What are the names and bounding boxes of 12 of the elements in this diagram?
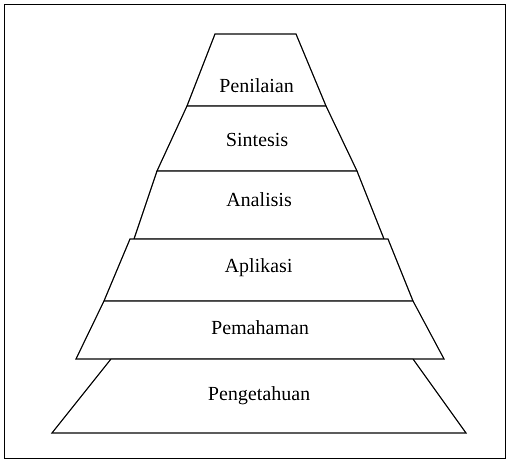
- level-label: Pemahaman: [210, 317, 310, 340]
- level-label: Penilaian: [218, 75, 295, 98]
- level-label: Pengetahuan: [206, 383, 312, 406]
- level-label: Analisis: [225, 189, 293, 212]
- level-label: Aplikasi: [224, 255, 294, 278]
- pyramid-level: [157, 106, 357, 171]
- pyramid-level: [104, 239, 413, 301]
- pyramid-level: [76, 301, 444, 359]
- pyramid-level: [134, 171, 384, 239]
- pyramid-level: [52, 359, 466, 433]
- level-label: Sintesis: [224, 129, 290, 152]
- pyramid-level: [187, 34, 326, 106]
